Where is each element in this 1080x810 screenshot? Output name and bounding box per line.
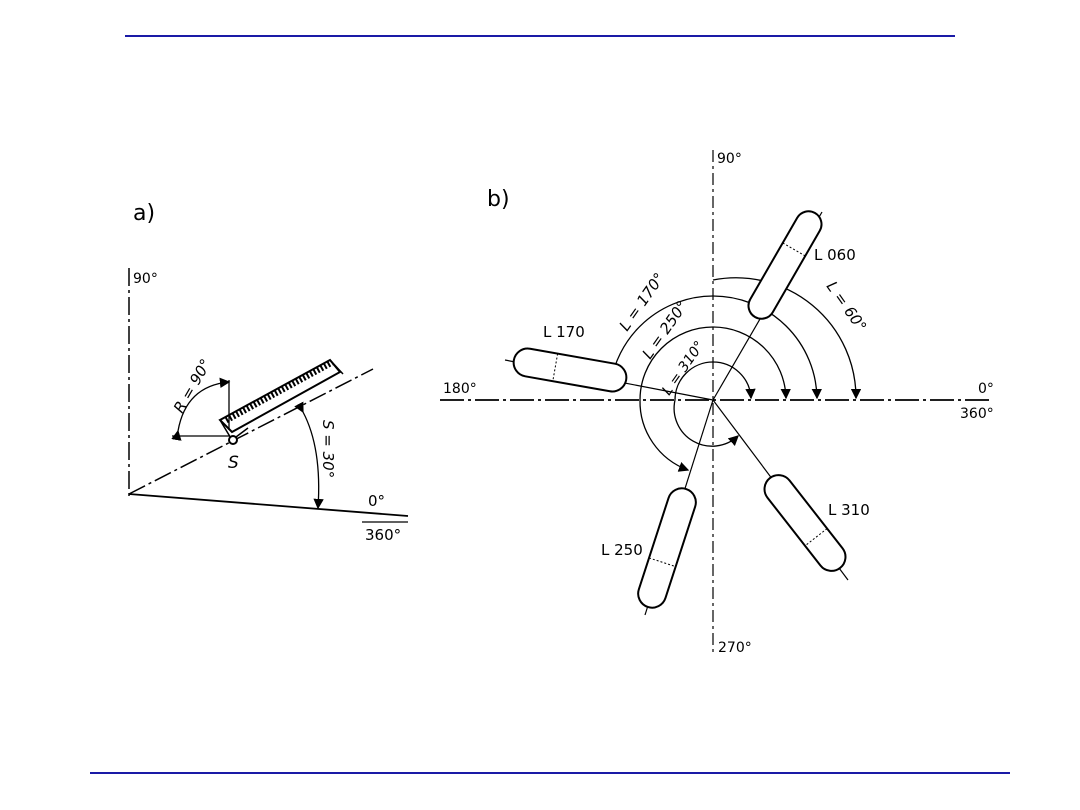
panel-b-angle-l60-label: L = 60°	[823, 278, 870, 335]
panel-a-weld-axis	[128, 368, 374, 495]
panel-b-arc-l310	[674, 361, 756, 401]
panel-b: b) 90° 180° 270° 0° 360°	[440, 150, 994, 656]
panel-b-axis-0: 0°	[978, 381, 994, 397]
panel-a-horizontal-axis	[128, 493, 409, 517]
panel-a-axis-0: 0°	[368, 492, 385, 510]
panel-a-point-s	[228, 435, 238, 445]
panel-a-axis-360: 360°	[365, 526, 401, 544]
panel-b-electrode-l250-name: L 250	[601, 541, 643, 559]
panel-a-slope-label: S = 30°	[319, 420, 337, 478]
panel-b-angle-l310-label: L = 310°	[659, 338, 708, 398]
panel-b-electrode-l060-name: L 060	[814, 246, 856, 264]
panel-b-electrode-l310	[763, 474, 847, 572]
panel-b-axis-180: 180°	[443, 381, 477, 397]
panel-b-electrode-l310-name: L 310	[828, 501, 870, 519]
panel-b-axis-90: 90°	[717, 151, 742, 167]
panel-b-label: b)	[487, 187, 510, 212]
panel-b-arc-l250-upper	[639, 326, 791, 401]
panel-b-arc-l310-lower	[673, 399, 739, 447]
panel-b-electrode-l060	[747, 210, 823, 320]
panel-b-axis-270: 270°	[718, 640, 752, 656]
panel-b-electrode-l170-name: L 170	[543, 323, 585, 341]
panel-a-axis-90: 90°	[133, 271, 158, 287]
panel-b-axis-360: 360°	[960, 406, 994, 422]
panel-a-rotation-label: R = 90°	[170, 356, 215, 416]
panel-a-rotation-arc	[171, 377, 231, 441]
panel-a-weld-bead-hatch	[224, 358, 334, 424]
panel-b-arc-l60	[712, 277, 862, 400]
panel-b-arc-l250-lower	[639, 399, 690, 472]
panel-b-electrode-l250	[637, 487, 697, 609]
panel-a: a) 90° 0° 360° S R = 90° S = 30°	[128, 201, 409, 544]
panel-a-slope-arc	[294, 401, 324, 510]
panel-b-electrode-l170	[512, 347, 628, 393]
panel-a-point-label: S	[228, 453, 239, 473]
panel-b-arc-l170	[609, 295, 823, 400]
panel-a-label: a)	[133, 201, 155, 226]
